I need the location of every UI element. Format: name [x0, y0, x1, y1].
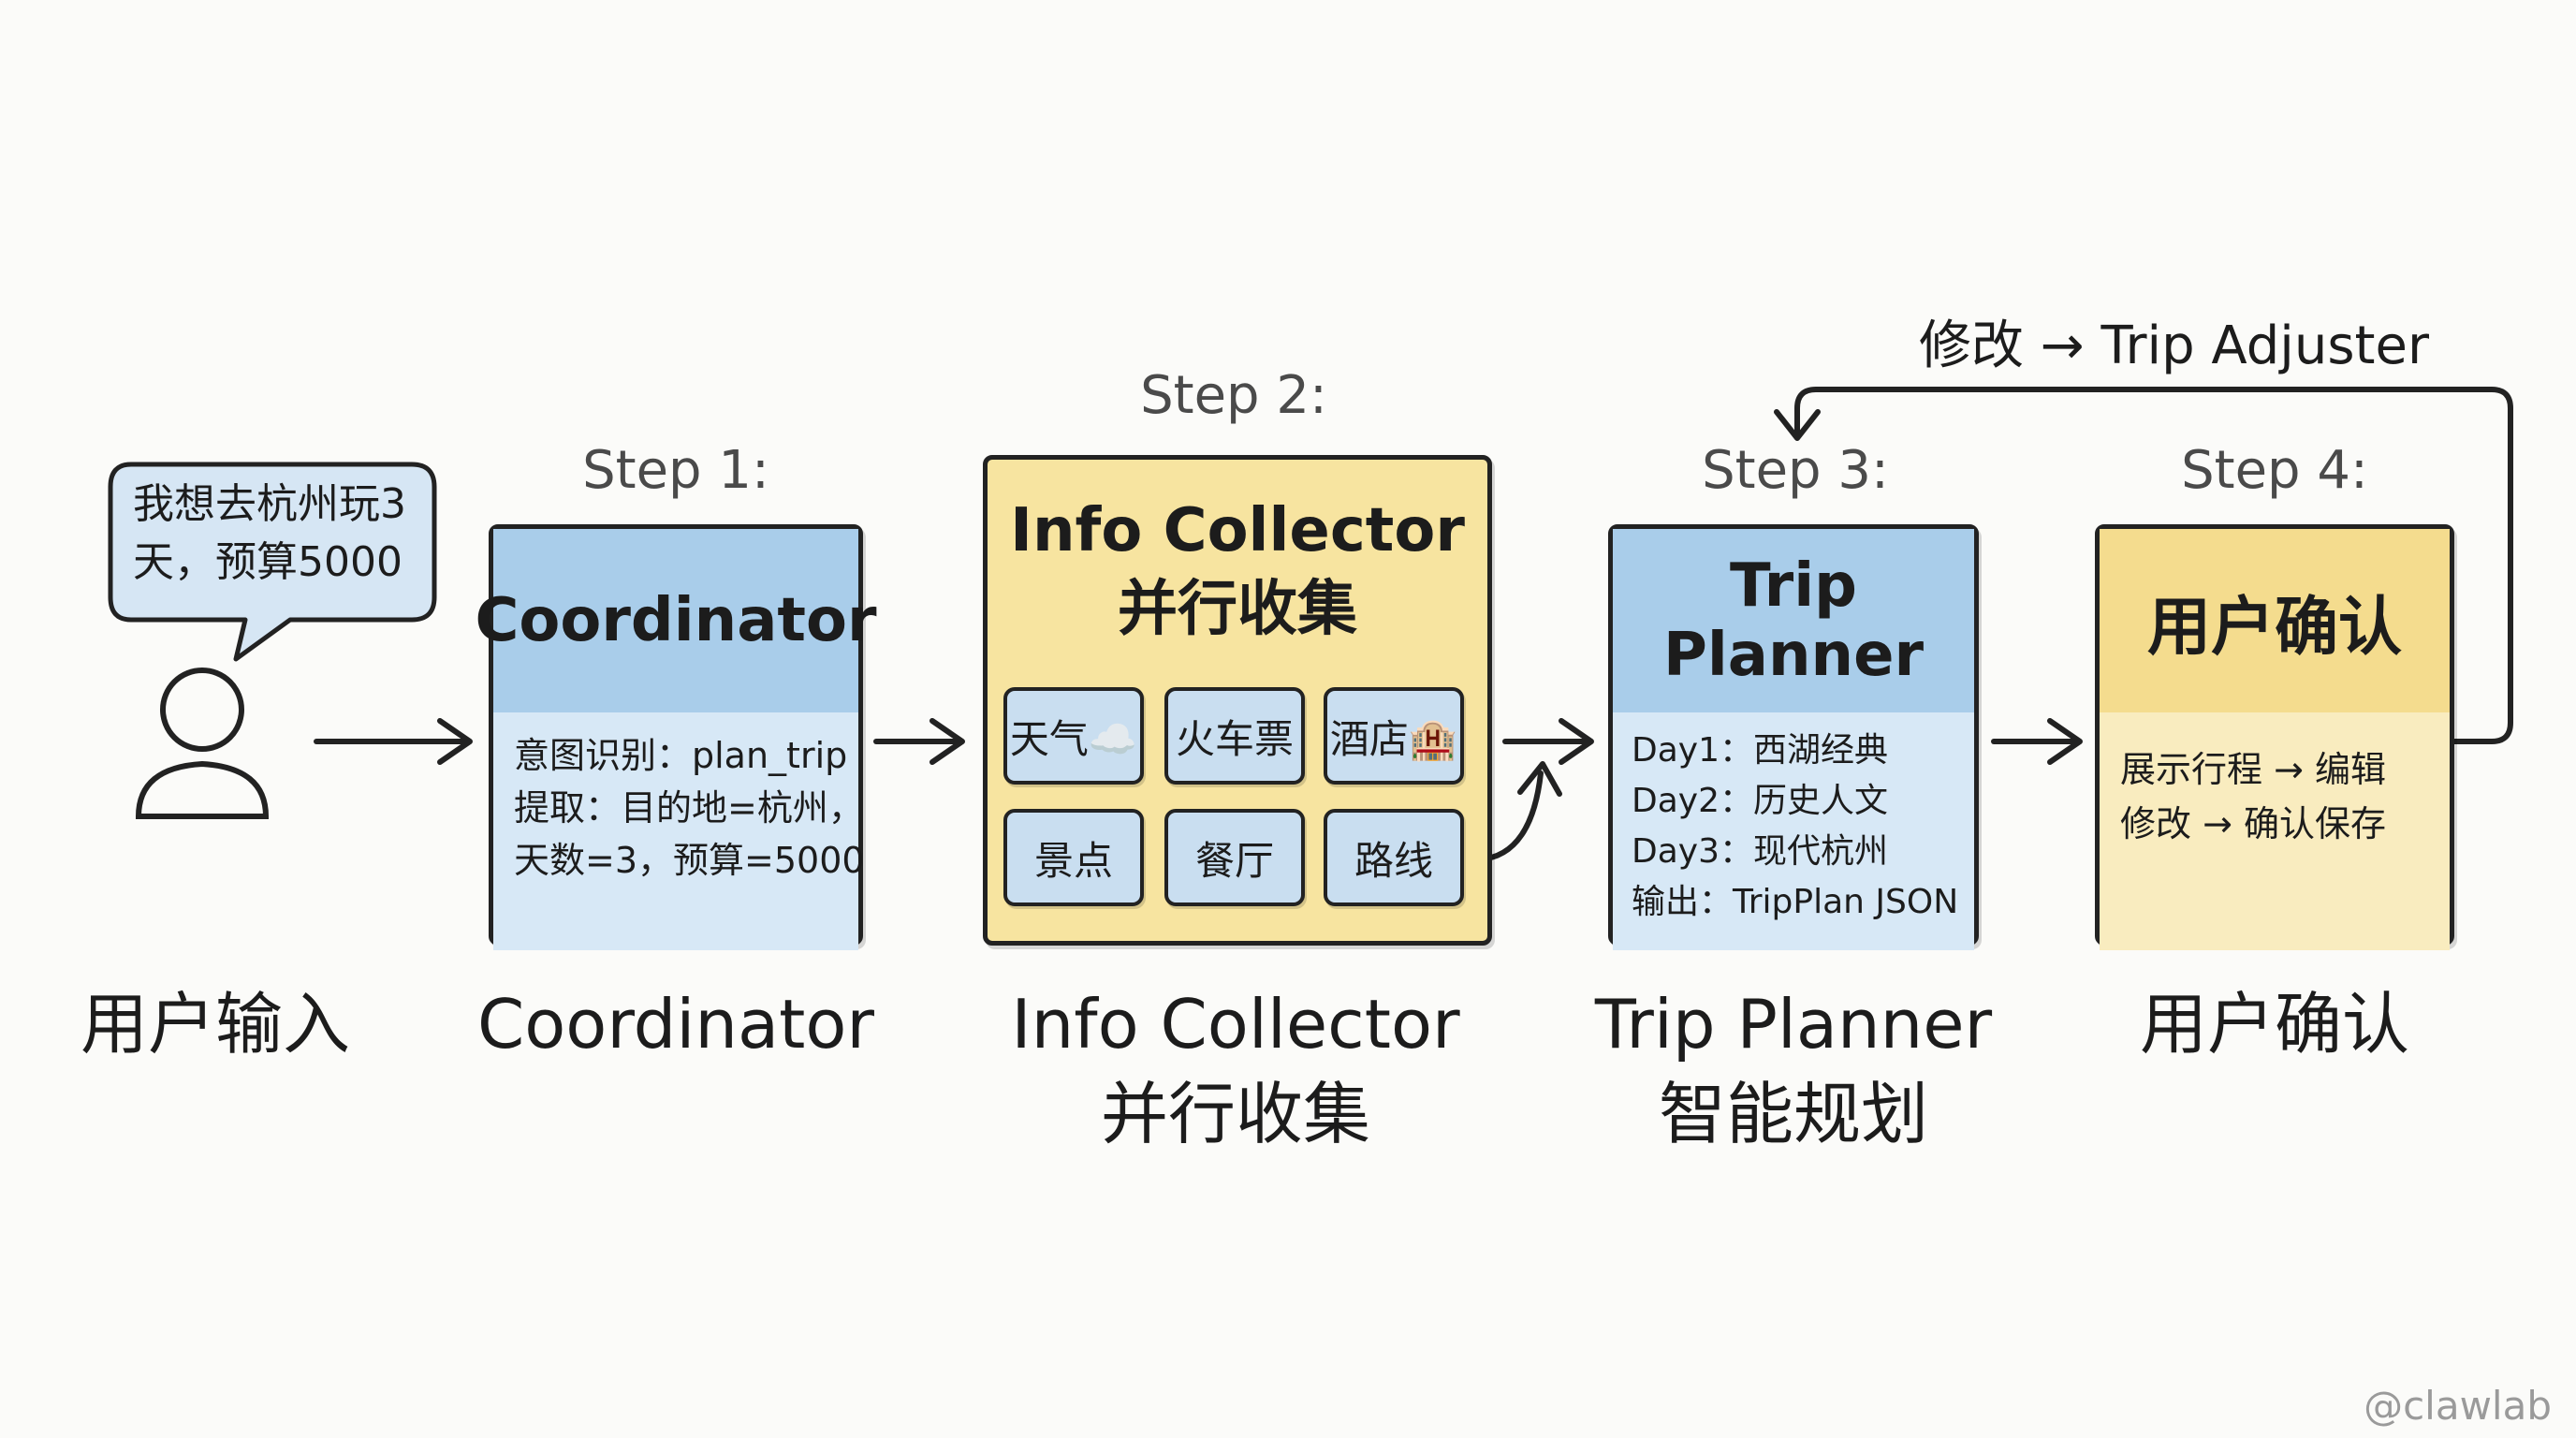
trip-planner-line: Day3：现代杭州: [1632, 832, 1888, 871]
tile-train-ticket: 火车票: [1164, 687, 1305, 785]
arrow-coordinator-to-collector: [873, 718, 965, 765]
user-input-caption: 用户输入: [80, 985, 350, 1064]
arrow-user-to-coordinator: [314, 718, 473, 765]
info-collector-title-en: Info Collector: [1010, 496, 1465, 565]
user-confirm-line: 修改 → 确认保存: [2120, 803, 2386, 844]
trip-planner-caption: Trip Planner 智能规划: [1569, 979, 2018, 1159]
arrow-planner-to-confirm: [1991, 718, 2083, 765]
step-3-label: Step 3:: [1702, 440, 1889, 501]
step-1-label: Step 1:: [582, 440, 769, 501]
tile-hotel: 酒店🏨: [1324, 687, 1464, 785]
step-2-label: Step 2:: [1140, 365, 1327, 426]
user-bubble-text: 我想去杭州玩3天，预算5000: [133, 480, 406, 586]
tile-weather: 天气☁️: [1003, 687, 1144, 785]
speech-bubble: [108, 462, 437, 662]
coordinator-box: Coordinator 意图识别：plan_trip 提取：目的地=杭州， 天数…: [475, 524, 877, 950]
tile-route: 路线: [1324, 809, 1464, 906]
arrow-feedback-loop: [1774, 387, 2513, 744]
coordinator-line: 天数=3，预算=5000: [514, 840, 865, 881]
coordinator-line: 意图识别：plan_trip: [514, 735, 848, 776]
trip-planner-box-title: Trip Planner: [1613, 529, 1974, 712]
trip-planner-line: 输出：TripPlan JSON: [1632, 883, 1959, 921]
info-collector-box-title: Info Collector 并行收集: [988, 460, 1487, 649]
tile-attractions: 景点: [1003, 809, 1144, 906]
trip-planner-box-body: Day1：西湖经典 Day2：历史人文 Day3：现代杭州 输出：TripPla…: [1613, 712, 1974, 950]
user-icon: [135, 668, 270, 819]
user-confirm-caption: 用户确认: [2139, 985, 2409, 1064]
trip-planner-caption-en: Trip Planner: [1594, 985, 1993, 1064]
coordinator-caption: Coordinator: [476, 985, 875, 1064]
user-confirm-box: 用户确认 展示行程 → 编辑 修改 → 确认保存: [2095, 524, 2454, 950]
coordinator-line: 提取：目的地=杭州，: [514, 787, 864, 829]
coordinator-box-body: 意图识别：plan_trip 提取：目的地=杭州， 天数=3，预算=5000: [493, 712, 865, 950]
info-collector-caption-zh: 并行收集: [1100, 1075, 1370, 1153]
step-4-label: Step 4:: [2181, 440, 2368, 501]
arrow-collector-to-planner: [1502, 718, 1594, 765]
watermark: @clawlab: [2364, 1383, 2552, 1429]
info-collector-title-zh: 并行收集: [1118, 575, 1357, 644]
info-collector-caption: Info Collector 并行收集: [992, 979, 1479, 1159]
user-confirm-box-body: 展示行程 → 编辑 修改 → 确认保存: [2100, 712, 2450, 950]
coordinator-box-title: Coordinator: [475, 529, 877, 712]
trip-planner-line: Day2：历史人文: [1632, 782, 1888, 820]
trip-planner-caption-zh: 智能规划: [1658, 1075, 1928, 1153]
trip-planner-line: Day1：西湖经典: [1632, 731, 1888, 770]
trip-planner-box: Trip Planner Day1：西湖经典 Day2：历史人文 Day3：现代…: [1608, 524, 1979, 950]
feedback-label: 修改 → Trip Adjuster: [1919, 315, 2429, 376]
tile-restaurants: 餐厅: [1164, 809, 1305, 906]
user-confirm-box-title: 用户确认: [2100, 529, 2450, 712]
user-confirm-line: 展示行程 → 编辑: [2120, 749, 2386, 790]
info-collector-caption-en: Info Collector: [1011, 985, 1460, 1064]
